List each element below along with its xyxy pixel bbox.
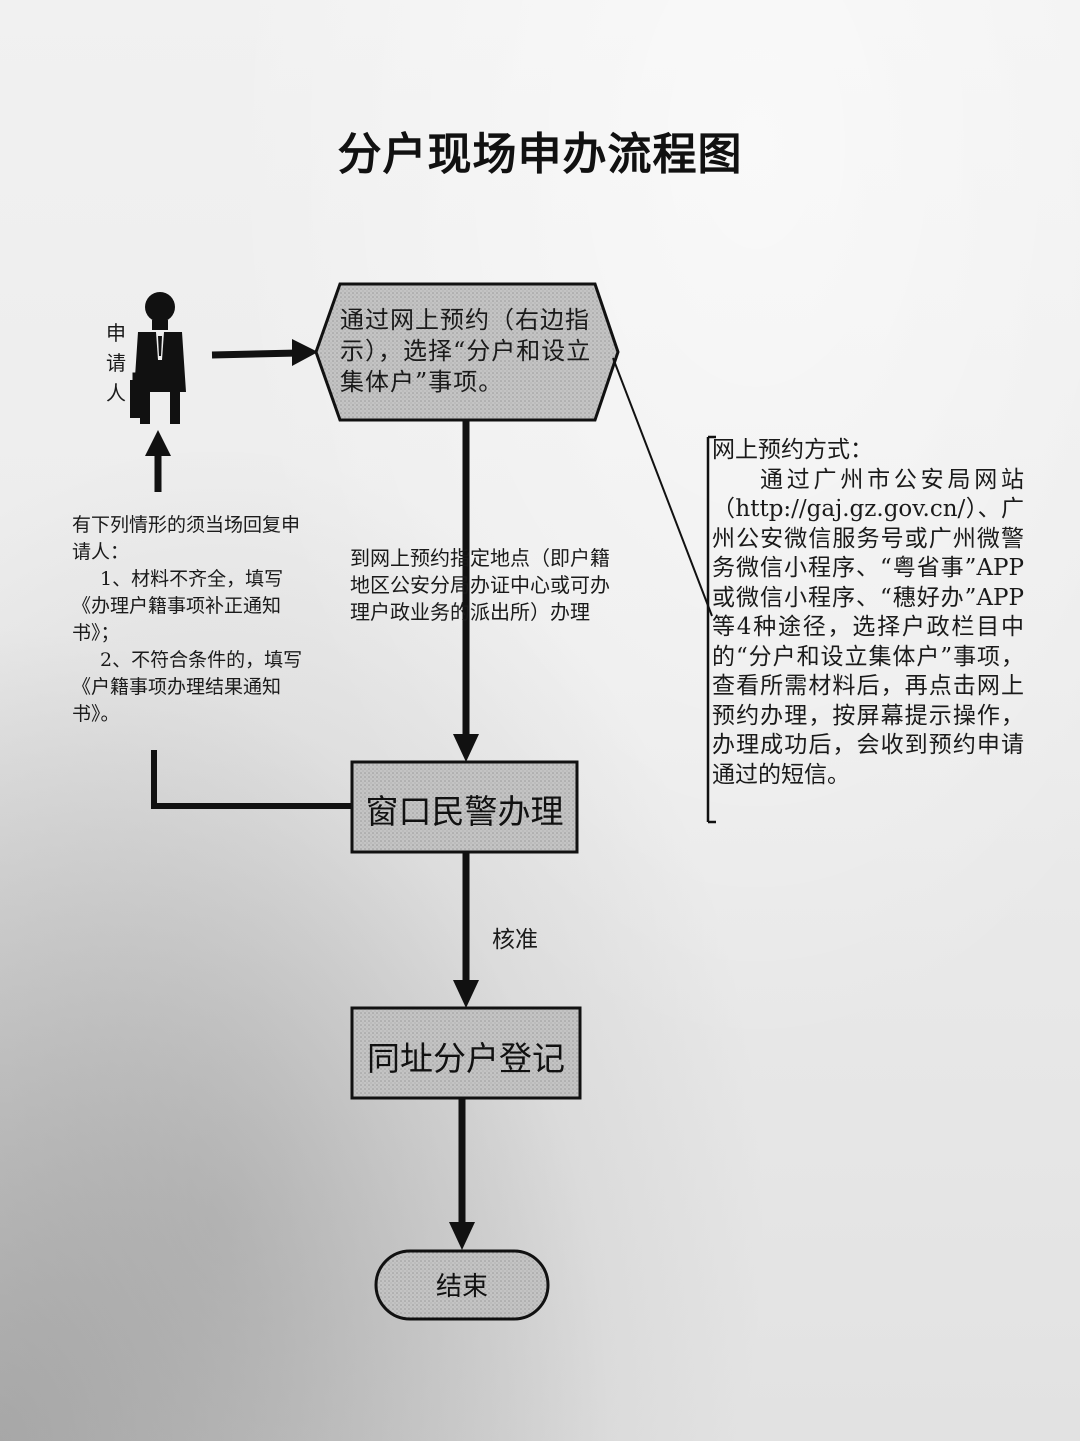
- booking-method-body: 通过广州市公安局网站（http://gaj.gz.gov.cn/）、广州公安微信…: [712, 466, 1024, 788]
- arrow-register-to-end: [449, 1098, 475, 1250]
- window-processing-label: 窗口民警办理: [365, 792, 564, 831]
- applicant-person-icon: [130, 292, 186, 424]
- arrow-applicant-to-online: [211, 339, 318, 366]
- arrow-feedback-to-applicant: [145, 430, 171, 492]
- applicant-label: 申 请 人: [104, 318, 128, 408]
- end-terminator: [374, 1249, 550, 1321]
- page-title: 分户现场申办流程图: [337, 129, 743, 180]
- register-label: 同址分户登记: [367, 1039, 565, 1078]
- booking-note-bracket: [706, 435, 716, 824]
- location-note: 到网上预约指定地点（即户籍地区公安分局办证中心或可办理户政业务的派出所）办理: [350, 546, 610, 624]
- window-processing-box: [350, 760, 579, 854]
- online-booking-hexagon: [314, 282, 620, 422]
- connector-to-booking-note: [612, 357, 713, 617]
- booking-method-note: 网上预约方式： 通过广州市公安局网站（http://gaj.gz.gov.cn/…: [712, 436, 1024, 790]
- rejection-note: 有下列情形的须当场回复申请人： 1、材料不齐全，填写《办理户籍事项补正通知书》；…: [72, 512, 312, 728]
- applicant-label-char: 人: [106, 381, 126, 405]
- approve-edge-label: 核准: [492, 927, 538, 953]
- register-box: [350, 1006, 582, 1100]
- rejection-note-item: 1、材料不齐全，填写《办理户籍事项补正通知书》；: [72, 568, 284, 644]
- applicant-label-char: 请: [106, 351, 126, 375]
- rejection-note-heading: 有下列情形的须当场回复申请人：: [72, 514, 301, 563]
- feedback-line: [151, 750, 352, 809]
- end-label: 结束: [435, 1272, 488, 1302]
- rejection-note-item: 2、不符合条件的，填写《户籍事项办理结果通知书》。: [72, 649, 303, 725]
- arrow-online-to-window: [453, 420, 479, 762]
- booking-method-heading: 网上预约方式：: [712, 437, 873, 463]
- online-booking-step-text: 通过网上预约（右边指示），选择“分户和设立集体户”事项。: [340, 306, 592, 396]
- arrow-window-to-register: [453, 852, 479, 1008]
- applicant-label-char: 申: [106, 321, 126, 345]
